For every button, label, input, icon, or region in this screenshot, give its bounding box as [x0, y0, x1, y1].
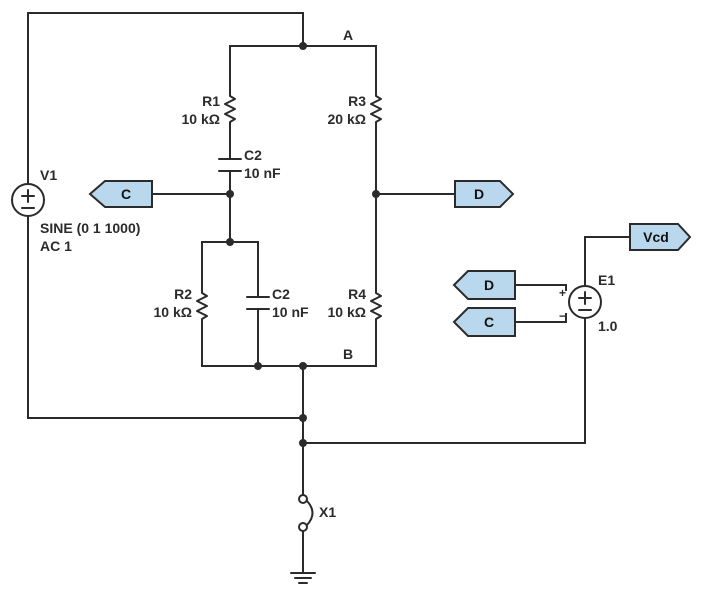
net-label-vcd-text: Vcd	[643, 229, 669, 245]
c2-bottom-value: 10 nF	[272, 304, 309, 320]
c2-top-value: 10 nF	[244, 165, 281, 181]
net-label-c-in-shape	[452, 307, 516, 337]
net-label-d-in-text: D	[484, 277, 494, 293]
wire-e1-minus	[514, 313, 567, 323]
junction-node-c	[226, 190, 234, 198]
net-label-c-out-text: C	[121, 186, 131, 202]
v1-ac: AC 1	[40, 238, 72, 254]
junction-node-d	[372, 190, 380, 198]
junctions	[226, 42, 380, 447]
c2-bottom-name: C2	[272, 286, 290, 302]
e1-plus-sign: +	[559, 286, 566, 300]
resistor-r2	[196, 289, 208, 325]
wire-e1-out	[584, 236, 631, 287]
e1-gain: 1.0	[598, 318, 618, 334]
wire-v1-bottom	[27, 215, 304, 419]
junction-node-b	[299, 362, 307, 370]
resistor-r4	[370, 289, 382, 325]
net-label-c-in: C	[452, 307, 516, 337]
c2-top-name: C2	[244, 147, 262, 163]
wire-v1-top	[27, 12, 304, 185]
net-label-d-out-shape	[454, 180, 515, 208]
r3-value: 20 kΩ	[328, 111, 366, 127]
net-label-d-out: D	[454, 180, 515, 208]
junction-parallel-bottom	[254, 362, 262, 370]
node-label-b: B	[343, 346, 353, 362]
wire-e1-plus	[514, 284, 567, 291]
junction-parallel-top	[226, 238, 234, 246]
r4-value: 10 kΩ	[328, 304, 366, 320]
r2-value: 10 kΩ	[154, 304, 192, 320]
r2-name: R2	[174, 286, 192, 302]
junction-e1-return	[299, 439, 307, 447]
r3-name: R3	[348, 93, 366, 109]
net-label-c-out-shape	[88, 180, 153, 208]
r4-name: R4	[348, 286, 366, 302]
switch-x1	[298, 494, 314, 532]
v1-name: V1	[40, 167, 57, 183]
r1-name: R1	[202, 93, 220, 109]
ground-icon	[290, 572, 316, 584]
wires	[27, 12, 631, 574]
junction-node-a	[299, 42, 307, 50]
junction-v1-return	[299, 414, 307, 422]
resistor-r1	[224, 92, 236, 128]
resistor-r3	[370, 92, 382, 128]
r1-value: 10 kΩ	[182, 111, 220, 127]
net-label-c-out: C	[88, 180, 153, 208]
x1-name: X1	[319, 504, 336, 520]
net-label-vcd: Vcd	[629, 223, 692, 251]
net-label-vcd-shape	[629, 223, 692, 251]
net-label-d-in-shape	[452, 270, 516, 300]
dependent-source-e1	[568, 285, 602, 319]
node-label-a: A	[343, 27, 353, 43]
e1-name: E1	[598, 272, 615, 288]
capacitor-c2-bottom	[246, 296, 270, 310]
capacitor-c2-top	[218, 158, 242, 172]
voltage-source-v1	[11, 183, 45, 217]
net-label-d-in: D	[452, 270, 516, 300]
v1-spec: SINE (0 1 1000)	[40, 220, 140, 236]
e1-minus-sign: −	[559, 309, 566, 323]
net-label-d-out-text: D	[474, 186, 484, 202]
wire-e1-ground	[302, 317, 586, 444]
net-label-c-in-text: C	[484, 314, 494, 330]
